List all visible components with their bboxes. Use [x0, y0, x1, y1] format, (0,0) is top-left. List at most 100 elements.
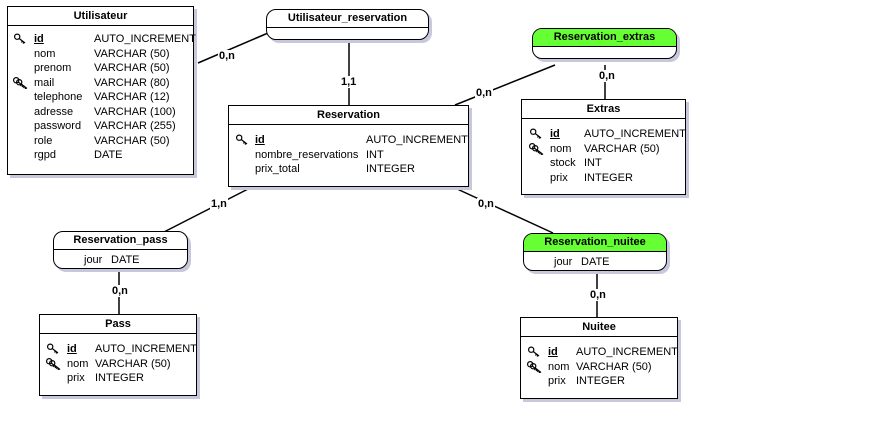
attribute-row: mail VARCHAR (80): [8, 76, 193, 90]
cardinality-label: 1,1: [340, 76, 358, 88]
attribute-type: AUTO_INCREMENT: [584, 128, 686, 140]
attribute-type: INTEGER: [366, 163, 415, 175]
association-title: Reservation_extras: [533, 29, 676, 47]
double-key-icon: [527, 360, 542, 373]
attribute-type: VARCHAR (12): [94, 91, 170, 103]
attribute-type: VARCHAR (50): [94, 47, 170, 60]
key-icon: [529, 128, 543, 139]
entity-title: Utilisateur: [8, 7, 193, 26]
attribute-name: nom: [67, 357, 89, 370]
attribute-row: prix INTEGER: [522, 171, 685, 185]
attribute-name: adresse: [34, 105, 74, 118]
attribute-name: nom: [550, 142, 572, 155]
cardinality-label: 0,n: [111, 285, 129, 297]
attribute-name: telephone: [34, 91, 83, 103]
attribute-type: INT: [366, 148, 384, 161]
attribute-name: jour: [84, 254, 103, 266]
attribute-row: rgpd DATE: [8, 148, 193, 162]
entity-title: Nuitee: [521, 318, 677, 337]
attribute-name: password: [34, 120, 82, 132]
attribute-row: prix INTEGER: [521, 374, 677, 388]
association-attribute: jour DATE: [554, 255, 654, 269]
attribute-name: id: [550, 128, 560, 140]
attribute-name: role: [34, 134, 53, 147]
attribute-name: prix: [550, 171, 568, 184]
attribute-row: nombre_reservations INT: [229, 148, 468, 162]
attribute-name: nom: [548, 360, 570, 373]
double-key-icon: [13, 76, 28, 89]
attribute-name: nombre_reservations: [255, 148, 359, 161]
double-key-icon: [529, 142, 544, 155]
association-reservation-extras[interactable]: Reservation_extras: [532, 28, 677, 59]
key-icon: [235, 134, 249, 145]
entity-title: Reservation: [229, 106, 468, 125]
cardinality-label: 0,n: [477, 198, 495, 210]
attribute-name: prenom: [34, 62, 72, 74]
attribute-name: id: [34, 33, 44, 45]
cardinality-label: 0,n: [475, 87, 493, 99]
attribute-row: id AUTO_INCREMENT: [8, 32, 196, 46]
attribute-row: telephone VARCHAR (12): [8, 90, 193, 104]
attribute-name: mail: [34, 76, 55, 89]
cardinality-label: 0,n: [218, 50, 236, 62]
attribute-type: INTEGER: [95, 372, 144, 384]
attribute-row: nom VARCHAR (50): [40, 357, 196, 371]
association-title: Reservation_nuitee: [524, 234, 666, 252]
key-icon: [13, 33, 27, 44]
attribute-type: DATE: [581, 256, 610, 268]
attribute-name: id: [67, 343, 77, 355]
attribute-type: AUTO_INCREMENT: [94, 33, 196, 45]
key-icon: [527, 346, 541, 357]
link-reservation-reservation-nuitee: [454, 187, 554, 234]
attribute-type: VARCHAR (50): [584, 142, 660, 155]
attribute-type: DATE: [111, 254, 140, 266]
association-title: Reservation_pass: [54, 232, 187, 250]
attribute-row: nom VARCHAR (50): [521, 360, 677, 374]
link-reservation-reservation-pass: [161, 187, 251, 234]
cardinality-label: 0,n: [589, 289, 607, 301]
association-reservation-nuitee[interactable]: Reservation_nuitee jour DATE: [523, 233, 667, 271]
entity-title: Extras: [522, 100, 685, 119]
attribute-type: VARCHAR (50): [95, 357, 171, 370]
attribute-row: password VARCHAR (255): [8, 119, 193, 133]
attribute-name: prix_total: [255, 163, 300, 175]
attribute-type: VARCHAR (255): [94, 120, 176, 132]
attribute-row: adresse VARCHAR (100): [8, 105, 193, 119]
double-key-icon: [46, 357, 61, 370]
attribute-type: INTEGER: [584, 171, 633, 184]
attribute-name: id: [255, 134, 265, 146]
attribute-name: prix: [67, 372, 85, 384]
key-icon: [46, 343, 60, 354]
attribute-type: VARCHAR (50): [576, 360, 652, 373]
attribute-name: stock: [550, 157, 576, 169]
attribute-name: jour: [554, 256, 573, 268]
attribute-type: INTEGER: [576, 375, 625, 387]
association-attribute: jour DATE: [84, 253, 184, 267]
attribute-type: VARCHAR (100): [94, 105, 176, 118]
association-reservation-pass[interactable]: Reservation_pass jour DATE: [53, 231, 188, 269]
attribute-row: id AUTO_INCREMENT: [40, 342, 197, 356]
association-utilisateur-reservation[interactable]: Utilisateur_reservation: [266, 9, 429, 40]
link-reservation-reservation-extras: [454, 64, 556, 106]
cardinality-label: 0,n: [598, 70, 616, 82]
attribute-name: prix: [548, 375, 566, 387]
attribute-name: rgpd: [34, 149, 57, 161]
attribute-type: VARCHAR (80): [94, 76, 170, 89]
attribute-type: DATE: [94, 149, 123, 161]
attribute-name: id: [548, 346, 558, 358]
attribute-row: id AUTO_INCREMENT: [522, 127, 686, 141]
entity-title: Pass: [40, 315, 196, 334]
attribute-row: prix_total INTEGER: [229, 162, 468, 176]
attribute-type: AUTO_INCREMENT: [95, 343, 197, 355]
